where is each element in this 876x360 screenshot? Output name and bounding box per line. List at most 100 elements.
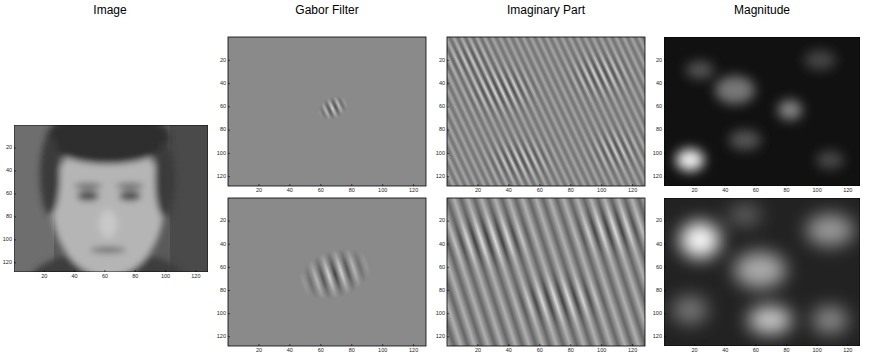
x-tick-label: 120: [843, 188, 852, 194]
tick-mark: [664, 221, 666, 222]
tick-mark: [413, 344, 414, 346]
x-tick-label: 120: [191, 274, 200, 280]
tick-mark: [320, 184, 321, 186]
axis-ticks: [14, 60, 848, 346]
y-tick-label: 60: [656, 104, 662, 110]
tick-mark: [135, 270, 136, 272]
tick-mark: [258, 184, 259, 186]
y-tick-label: 80: [220, 127, 226, 133]
x-tick-label: 80: [349, 188, 355, 194]
x-tick-label: 20: [475, 348, 481, 354]
tick-mark: [413, 184, 414, 186]
tick-mark: [755, 184, 756, 186]
tick-mark: [289, 344, 290, 346]
x-tick-label: 80: [132, 274, 138, 280]
y-tick-label: 120: [217, 174, 226, 180]
gabor-filter-large: [228, 198, 426, 346]
tick-mark: [725, 344, 726, 346]
x-tick-label: 20: [692, 348, 698, 354]
y-tick-label: 20: [439, 218, 445, 224]
tick-mark: [539, 184, 540, 186]
x-tick-label: 20: [256, 188, 262, 194]
y-tick-label: 80: [656, 288, 662, 294]
y-tick-label: 40: [220, 81, 226, 87]
tick-mark: [228, 176, 230, 177]
x-tick-label: 120: [843, 348, 852, 354]
column-heading: Magnitude: [734, 4, 790, 16]
tick-mark: [632, 184, 633, 186]
y-tick-label: 60: [220, 104, 226, 110]
tick-mark: [165, 270, 166, 272]
tick-mark: [817, 344, 818, 346]
x-tick-label: 100: [161, 274, 170, 280]
y-tick-label: 80: [439, 288, 445, 294]
x-tick-label: 100: [378, 188, 387, 194]
tick-mark: [664, 176, 666, 177]
tick-mark: [14, 193, 16, 194]
x-tick-label: 20: [41, 274, 47, 280]
tick-mark: [664, 336, 666, 337]
x-tick-label: 40: [287, 188, 293, 194]
y-tick-label: 60: [656, 265, 662, 271]
y-tick-label: 40: [439, 242, 445, 248]
column-heading: Image: [93, 4, 126, 16]
y-tick-label: 60: [439, 265, 445, 271]
x-tick-label: 40: [722, 188, 728, 194]
imaginary-part-coarse: [447, 198, 645, 346]
x-tick-label: 40: [722, 348, 728, 354]
tick-mark: [447, 106, 449, 107]
tick-mark: [228, 130, 230, 131]
x-tick-label: 40: [287, 348, 293, 354]
y-tick-label: 120: [436, 174, 445, 180]
x-tick-label: 100: [378, 348, 387, 354]
x-tick-label: 40: [506, 348, 512, 354]
x-tick-label: 80: [783, 188, 789, 194]
x-tick-label: 40: [72, 274, 78, 280]
y-tick-label: 80: [439, 127, 445, 133]
tick-mark: [258, 344, 259, 346]
y-tick-label: 40: [656, 81, 662, 87]
tick-mark: [664, 290, 666, 291]
tick-mark: [447, 244, 449, 245]
y-tick-label: 100: [217, 311, 226, 317]
x-tick-label: 100: [813, 188, 822, 194]
y-tick-label: 120: [653, 174, 662, 180]
x-tick-label: 60: [318, 188, 324, 194]
y-tick-label: 120: [436, 334, 445, 340]
tick-mark: [44, 270, 45, 272]
y-tick-label: 40: [220, 242, 226, 248]
tick-mark: [228, 106, 230, 107]
x-tick-label: 60: [753, 348, 759, 354]
tick-mark: [664, 244, 666, 245]
tick-mark: [601, 344, 602, 346]
y-tick-label: 80: [6, 214, 12, 220]
tick-mark: [228, 221, 230, 222]
tick-mark: [664, 153, 666, 154]
tick-mark: [382, 344, 383, 346]
tick-mark: [725, 184, 726, 186]
tick-mark: [447, 130, 449, 131]
tick-mark: [228, 290, 230, 291]
tick-mark: [664, 83, 666, 84]
y-tick-label: 20: [656, 58, 662, 64]
tick-mark: [14, 216, 16, 217]
tick-mark: [14, 170, 16, 171]
y-tick-label: 100: [653, 151, 662, 157]
y-tick-label: 40: [6, 168, 12, 174]
x-tick-label: 80: [349, 348, 355, 354]
tick-mark: [228, 336, 230, 337]
y-tick-label: 120: [217, 334, 226, 340]
y-tick-label: 100: [653, 311, 662, 317]
y-tick-label: 80: [656, 127, 662, 133]
x-tick-label: 80: [568, 188, 574, 194]
y-tick-label: 80: [220, 288, 226, 294]
tick-mark: [664, 130, 666, 131]
x-tick-label: 80: [783, 348, 789, 354]
tick-mark: [447, 221, 449, 222]
face-photo: [14, 125, 208, 272]
y-tick-label: 60: [220, 265, 226, 271]
tick-mark: [14, 262, 16, 263]
y-tick-label: 40: [656, 242, 662, 248]
tick-mark: [447, 267, 449, 268]
